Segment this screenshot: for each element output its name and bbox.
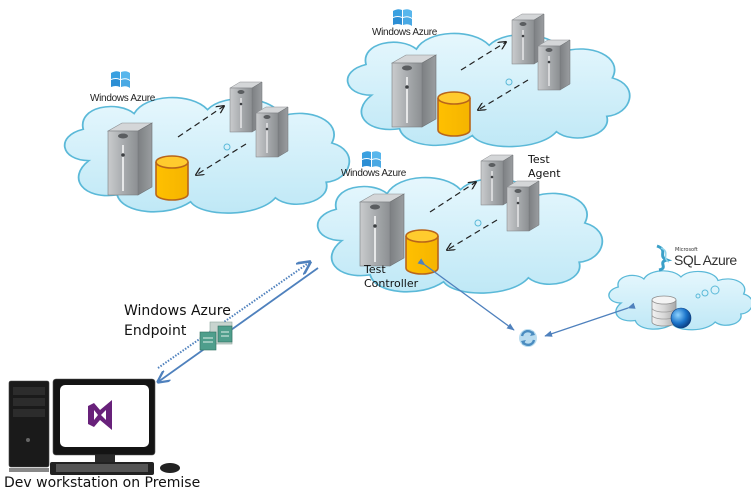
- cloud-bubble: [474, 219, 482, 227]
- connector-to-workstation: [158, 267, 319, 382]
- cloud-bubble: [695, 293, 701, 299]
- cloud-top-left: [63, 71, 351, 214]
- cloud-bubble: [701, 289, 709, 297]
- controller-server-icon: [107, 122, 153, 196]
- dev-workstation: [8, 378, 180, 475]
- visual-studio-logo-icon: [88, 400, 112, 430]
- windows-azure-logo-icon: [362, 151, 381, 168]
- agent-server-icon: [255, 106, 289, 158]
- controller-server-icon: [391, 54, 437, 128]
- windows-azure-logo-icon: [393, 9, 412, 26]
- azure-label-top-right: Windows Azure: [372, 27, 438, 38]
- cloud-bubble: [223, 143, 231, 151]
- test-controller-label-line2: Controller: [364, 277, 419, 290]
- endpoint-label-line2: Endpoint: [124, 323, 187, 339]
- endpoint-label: Windows Azure Endpoint: [124, 301, 231, 341]
- sql-database-icon: [651, 295, 677, 327]
- endpoint-icon: [199, 321, 233, 351]
- agent-server-icon: [537, 39, 571, 91]
- cloud-top-right: [346, 9, 631, 148]
- cloud-test-rig: [316, 151, 604, 294]
- cloud-shape: [346, 32, 631, 148]
- test-agent-label-line1: Test: [528, 153, 550, 166]
- test-agent-label: Test Agent: [528, 153, 561, 181]
- test-controller-label: Test Controller: [364, 263, 418, 291]
- test-controller-label-line1: Test: [364, 263, 386, 276]
- dashed-arrow-out: [429, 182, 476, 213]
- sync-to-sql-connector: [544, 302, 636, 337]
- endpoint-label-line1: Windows Azure: [124, 303, 231, 319]
- controller-to-sync-connector: [417, 258, 515, 331]
- test-agent-label-line2: Agent: [528, 167, 561, 180]
- sql-azure-label: SQL Azure: [674, 252, 737, 268]
- mouse-icon: [160, 463, 180, 473]
- pc-tower-icon: [8, 380, 50, 472]
- workstation-label: Dev workstation on Premise: [4, 475, 201, 491]
- dashed-arrow-out: [460, 42, 506, 71]
- cloud-shape: [63, 96, 351, 214]
- database-icon: [437, 91, 471, 137]
- globe-icon: [670, 307, 692, 329]
- keyboard-icon: [50, 462, 154, 475]
- cloud-bubble: [710, 285, 720, 295]
- dotted-connector-to-azure: [157, 262, 310, 369]
- sql-vendor-label: Microsoft: [675, 247, 698, 253]
- windows-azure-logo-icon: [111, 71, 130, 88]
- cloud-sql-azure: [608, 244, 751, 331]
- test-agent-server-icon: [506, 180, 540, 232]
- sql-azure-logo-icon: [656, 244, 673, 272]
- azure-label-top-left: Windows Azure: [90, 93, 156, 104]
- data-sync-icon: [519, 329, 537, 347]
- test-controller-server-icon: [359, 193, 405, 267]
- monitor-icon: [52, 378, 156, 469]
- cloud-bubble: [505, 78, 513, 86]
- azure-label-middle: Windows Azure: [341, 168, 407, 179]
- database-icon: [155, 155, 189, 201]
